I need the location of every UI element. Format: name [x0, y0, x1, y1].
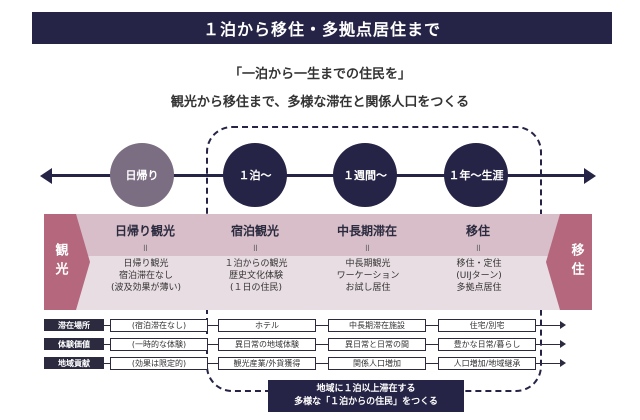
row-cell: 人口増加/地域継承: [438, 357, 536, 370]
side-label-relocation: 移住: [546, 214, 592, 310]
row-cell: 住宅/別宅: [438, 319, 536, 332]
detail-line: 歴史文化体験: [228, 271, 283, 281]
timeline-point-one-week: １週間〜: [333, 143, 397, 207]
timeline-axis: [44, 174, 592, 177]
category-band-header: [44, 214, 592, 256]
row-arrow-icon: [560, 359, 566, 367]
column-eq-mark: ॥: [475, 243, 481, 254]
column-title-mid-long: 中長期滞在: [336, 224, 397, 238]
column-details-overnight: １泊からの観光 歴史文化体験 (１日の住民): [200, 258, 312, 294]
row-cell: 豊かな日常/暮らし: [438, 338, 536, 351]
timeline-point-day-trip: 日帰り: [110, 143, 174, 207]
detail-line: 日帰り観光: [123, 259, 169, 269]
column-details-day-trip: 日帰り観光 宿泊滞在なし (波及効果が薄い): [90, 258, 202, 294]
detail-line: ワーケーション: [336, 271, 400, 281]
conclusion-line-2: 多様な「１泊からの住民」をつくる: [294, 397, 438, 407]
column-title-relocation: 移住: [465, 224, 490, 238]
conclusion-line-1: 地域に１泊以上滞在する: [316, 384, 416, 394]
row-cell: ホテル: [218, 319, 316, 332]
column-eq-mark: ॥: [364, 243, 370, 254]
column-title-overnight: 宿泊観光: [230, 224, 279, 238]
detail-line: (１日の住民): [229, 283, 283, 293]
row-label-stay-location: 滞在場所: [44, 319, 104, 331]
row-arrow-icon: [560, 340, 566, 348]
conclusion-box: 地域に１泊以上滞在する 多様な「１泊からの住民」をつくる: [268, 380, 464, 412]
detail-line: 移住・定住: [456, 259, 502, 269]
quote-line: 「一泊から一生までの住民を」: [228, 67, 411, 82]
row-cell: 観光産業/外貨獲得: [218, 357, 316, 370]
timeline-point-one-year: １年〜生涯: [444, 143, 508, 207]
side-label-sightseeing: 観光: [44, 214, 90, 310]
row-cell: (一時的な体験): [110, 338, 208, 351]
column-details-relocation: 移住・定住 (UIJターン) 多拠点居住: [423, 258, 535, 294]
timeline-left-arrow-icon: [40, 168, 52, 184]
detail-line: 中長期観光: [345, 259, 391, 269]
row-arrow-icon: [560, 321, 566, 329]
detail-line: (波及効果が薄い): [110, 283, 182, 293]
column-eq-mark: ॥: [252, 243, 258, 254]
row-cell: (効果は限定的): [110, 357, 208, 370]
row-cell: 関係人口増加: [328, 357, 426, 370]
detail-line: お試し居住: [345, 283, 391, 293]
row-label-experience-value: 体験価値: [44, 338, 104, 350]
detail-line: 多拠点居住: [456, 283, 502, 293]
column-eq-mark: ॥: [142, 243, 148, 254]
timeline-point-one-night: １泊〜: [223, 143, 287, 207]
page-title: １泊から移住・多拠点居住まで: [32, 12, 612, 44]
timeline-right-arrow-icon: [584, 168, 596, 184]
row-cell: 異日常の地域体験: [218, 338, 316, 351]
column-details-mid-long: 中長期観光 ワーケーション お試し居住: [312, 258, 424, 294]
detail-line: １泊からの観光: [224, 259, 288, 269]
row-cell: 中長期滞在施設: [328, 319, 426, 332]
row-label-regional-contribution: 地域貢献: [44, 357, 104, 369]
row-cell: (宿泊滞在なし): [110, 319, 208, 332]
row-cell: 異日常と日常の間: [328, 338, 426, 351]
detail-line: (UIJターン): [456, 271, 502, 281]
detail-line: 宿泊滞在なし: [118, 271, 173, 281]
column-title-day-trip: 日帰り観光: [114, 224, 175, 238]
subtitle-line: 観光から移住まで、多様な滞在と関係人口をつくる: [170, 95, 470, 110]
